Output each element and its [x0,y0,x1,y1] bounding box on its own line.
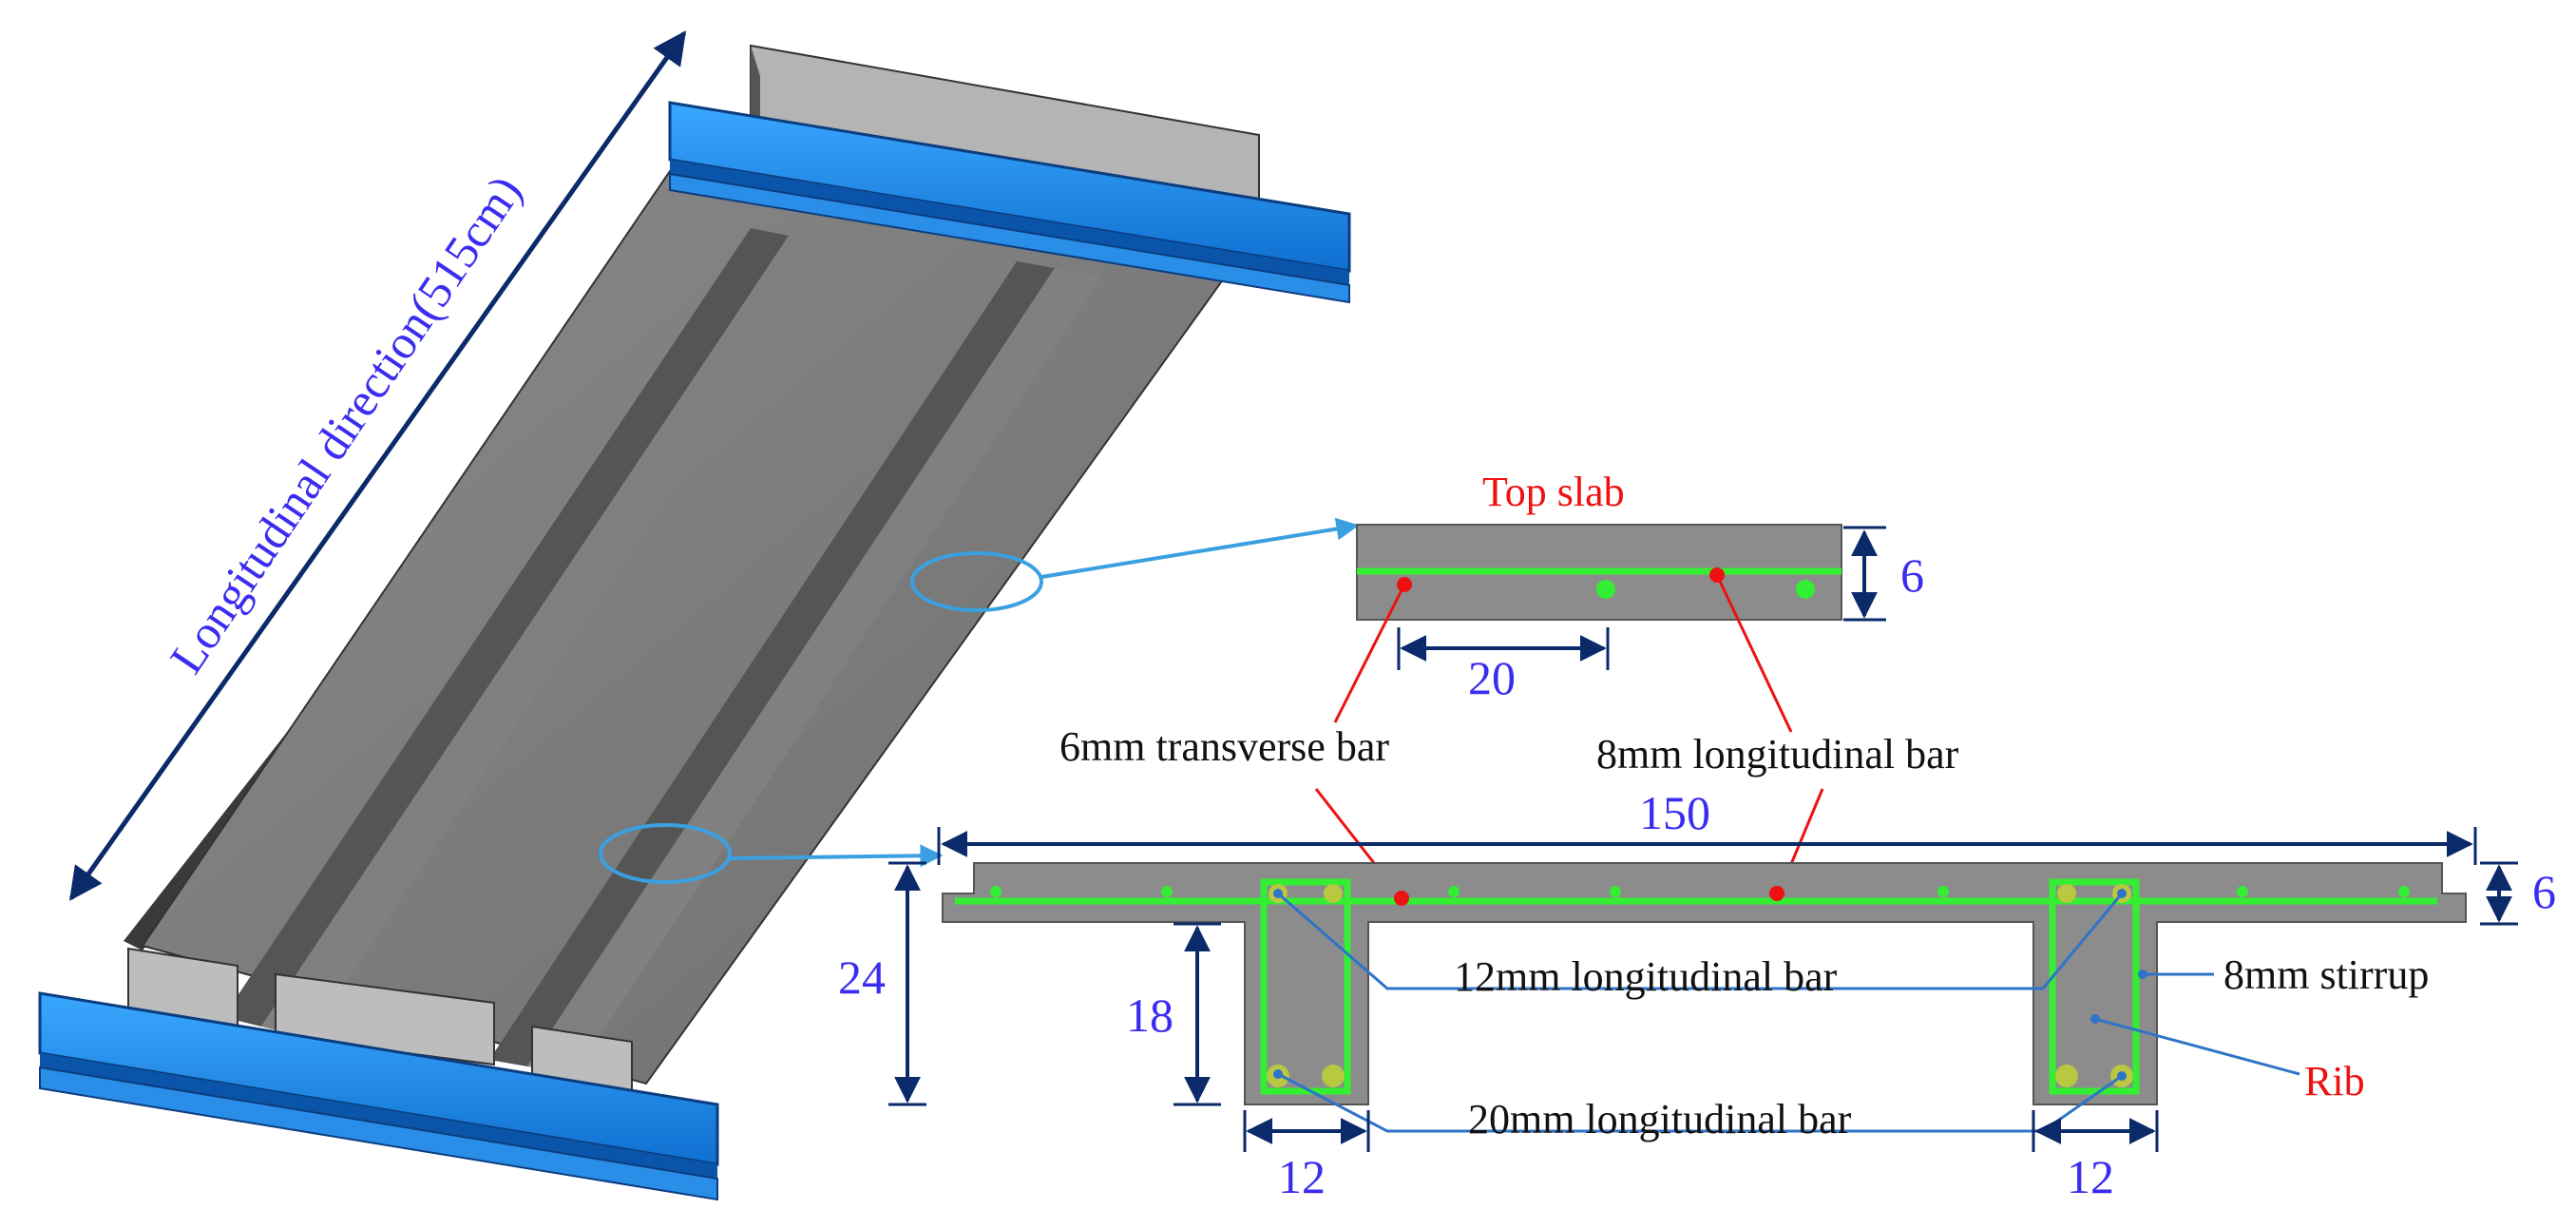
total-width-value: 150 [1639,786,1710,839]
longitudinal-bar-12mm-label: 12mm longitudinal bar [1454,953,1838,1000]
slab-bar-dot [1610,886,1621,897]
front-steel-beam-flange [40,1053,717,1179]
left-rib-bottom-bar [1322,1065,1345,1087]
slab-bar-dot [1448,886,1460,897]
slab-bar-dot [990,886,1002,897]
t-section-shape [942,862,2467,1105]
slab-thickness-value: 6 [2532,865,2556,918]
slab-bar-dot [1937,886,1949,897]
top-slab-title: Top slab [1482,469,1625,515]
leader-to-top-slab [1040,517,1360,579]
longitudinal-bar-dot-2 [1796,580,1815,599]
right-rib-bottom-bar [2055,1065,2078,1087]
longitudinal-bar-dot-red [1769,886,1784,901]
rib-width-right-value: 12 [2067,1150,2114,1203]
front-steel-beam-bottom [39,1066,718,1201]
leader-longitudinal-top [1715,574,1793,733]
leader-rib [2094,1017,2300,1076]
transverse-bar-label: 6mm transverse bar [1059,723,1389,770]
left-rib-stirrup [1260,878,1351,1095]
longitudinal-bar-dot [1596,580,1615,599]
stirrup-8mm-label: 8mm stirrup [2223,951,2429,998]
rib-width-left-value: 12 [1278,1150,1326,1203]
left-rib-top-bar [1324,884,1343,903]
slab-thickness-detail-value: 6 [1900,548,1924,602]
slab-bar-dot [2398,886,2410,897]
rib-depth-value: 18 [1126,989,1174,1042]
highlight-circle-top-slab [910,551,1043,612]
right-rib-top-bar [2057,884,2076,903]
slab-bar-dot [2237,886,2248,897]
leader-to-section [729,844,944,868]
bar-spacing-value: 20 [1468,651,1516,704]
transverse-bar-dot [1394,891,1409,906]
longitudinal-bar-8mm-label: 8mm longitudinal bar [1596,731,1959,778]
total-depth-value: 24 [838,951,886,1004]
cross-section: 150 [838,786,2556,1203]
leader-transverse-top [1333,584,1406,723]
rear-steel-beam-flange [670,160,1349,285]
rib-label: Rib [2304,1058,2365,1104]
longitudinal-direction-arrow [68,30,687,901]
leader-20mm-bar [1277,1072,2123,1133]
slab-bar-dot [1161,886,1173,897]
leader-12mm-bar [1277,892,2124,990]
right-rib-stirrup [2049,878,2140,1095]
back-end-block-side [751,46,760,127]
longitudinal-bar-20mm-label: 20mm longitudinal bar [1468,1096,1852,1143]
top-slab-detail: Top slab 6 20 [1356,469,1924,704]
